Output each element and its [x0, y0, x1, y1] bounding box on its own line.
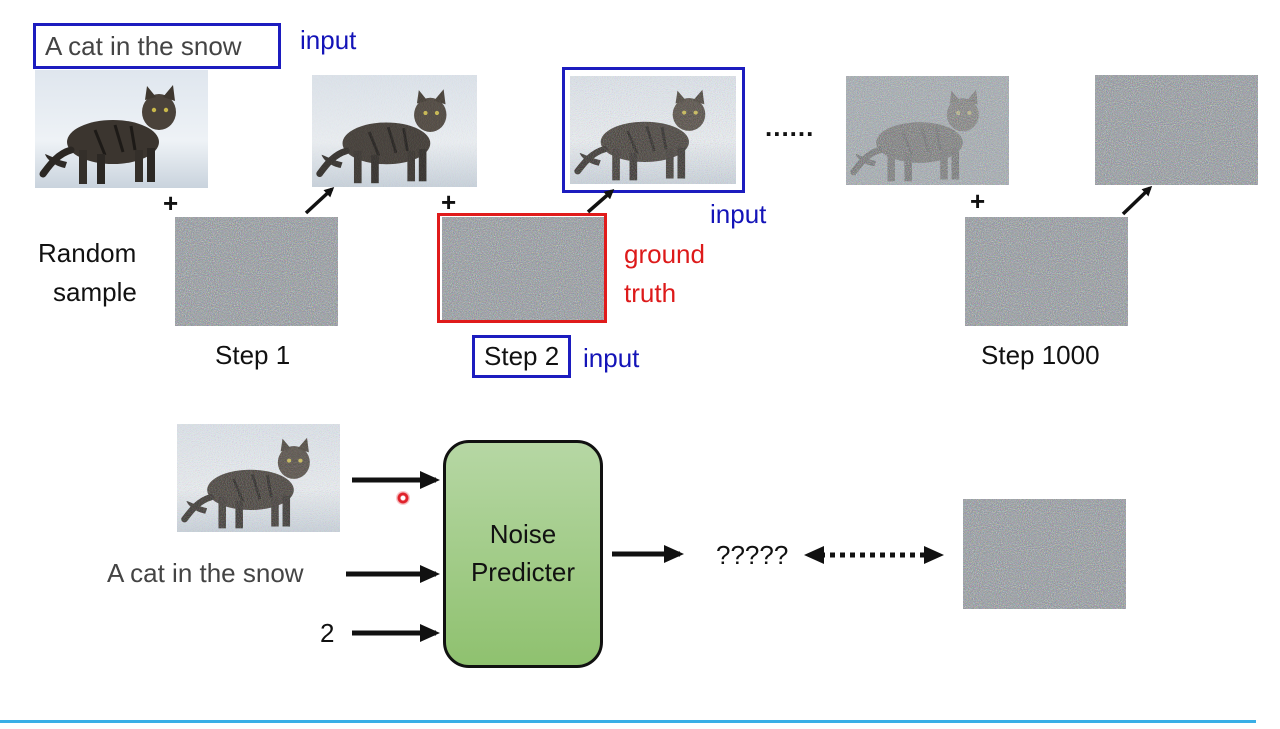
step2-image-input-frame: [562, 67, 745, 193]
arrow-step1-up: [304, 186, 335, 215]
ellipsis: ......: [765, 112, 815, 142]
final-pure-noise-image: [1095, 75, 1258, 185]
predictor-label-line1: Noise: [489, 519, 557, 550]
predictor-input-step: 2: [320, 618, 335, 648]
prompt-box: [33, 23, 281, 69]
step2-noisy-cat-image: [570, 76, 736, 184]
prompt-input-label: input: [300, 25, 357, 55]
step1-noise-sample: [175, 217, 338, 326]
step2-noise-sample: [442, 217, 604, 320]
predictor-label-line2: Predicter: [470, 557, 576, 587]
predictor-input-image: [177, 424, 340, 532]
step2-label: Step 2: [484, 341, 560, 371]
step2-label-frame: [472, 335, 571, 378]
step1000-label: Step 1000: [981, 340, 1100, 370]
prediction-placeholder: ?????: [716, 540, 789, 570]
plus-sign-1: +: [163, 188, 179, 218]
clean-cat-image: [35, 70, 208, 188]
arrow-step1000-up: [1121, 185, 1153, 216]
random-sample-label-line1: Random: [38, 238, 137, 268]
random-sample-label-line2: sample: [53, 277, 137, 307]
predictor-input-text: A cat in the snow: [107, 558, 304, 588]
laser-pointer-dot: [396, 491, 410, 505]
step2-input-label: input: [583, 343, 640, 373]
target-noise-image: [963, 499, 1126, 609]
step1-label: Step 1: [215, 340, 291, 370]
ground-truth-frame: [437, 213, 607, 323]
noise-predictor-box: Noise Predicter: [443, 440, 603, 668]
plus-sign-2: +: [441, 187, 457, 217]
arrow-step2-up: [586, 189, 615, 214]
prompt-text: A cat in the snow: [45, 31, 242, 61]
step2-image-input-label: input: [710, 199, 767, 229]
late-step-noisy-cat-image: [846, 76, 1009, 185]
step1000-noise-sample: [965, 217, 1128, 326]
step1-noisy-cat-image: [312, 75, 477, 187]
plus-sign-3: +: [970, 186, 986, 216]
ground-truth-label-line1: ground: [624, 239, 705, 269]
ground-truth-label-line2: truth: [624, 278, 677, 308]
bottom-divider: [0, 720, 1256, 723]
